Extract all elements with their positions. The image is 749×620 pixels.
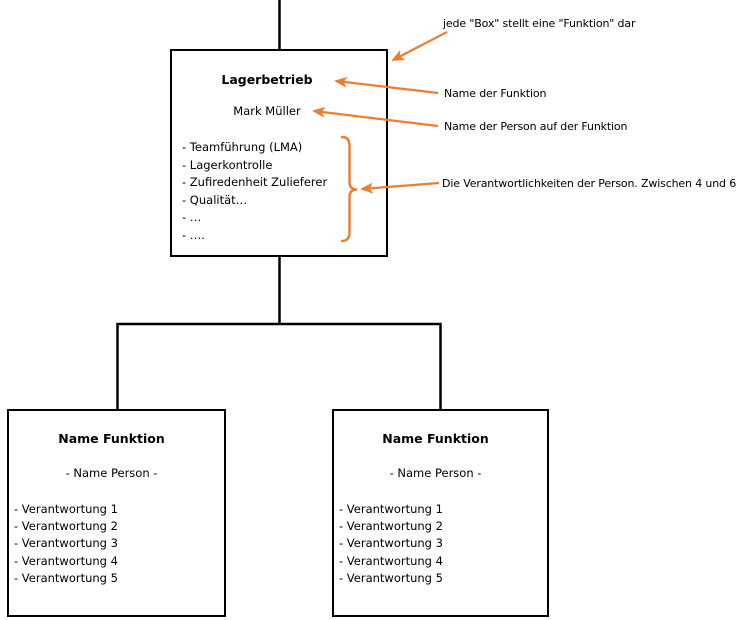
responsibility-item: - Verantwortung 2 [339,519,443,534]
box-title: Lagerbetrieb [221,72,313,87]
box-person: Mark Müller [233,104,301,118]
annotation-function-name: Name der Funktion [444,87,547,100]
responsibility-item: - Verantwortung 5 [339,570,443,585]
responsibility-item: - Verantwortung 1 [339,502,443,516]
annotation-responsibilities-note: Die Verantwortlichkeiten der Person. Zwi… [442,177,737,190]
responsibility-item: - Verantwortung 5 [14,570,118,585]
responsibility-item: - Qualität… [182,192,248,207]
annotation-person-name: Name der Person auf der Funktion [444,120,628,133]
responsibility-item: - Teamführung (LMA) [182,140,303,154]
function-box-lagerbetrieb: Lagerbetrieb Mark Müller - Teamführung (… [170,49,388,257]
function-box-left: Name Funktion - Name Person - - Verantwo… [7,409,226,617]
responsibility-list: - Teamführung (LMA) - Lagerkontrolle - Z… [182,139,327,245]
annotation-box-meaning: jede "Box" stellt eine "Funktion" dar [443,17,636,30]
responsibility-item: - Verantwortung 3 [339,536,443,551]
responsibility-item: - …. [182,227,205,242]
connector-children-bracket [116,322,442,410]
responsibility-list: - Verantwortung 1 - Verantwortung 2 - Ve… [339,501,443,587]
responsibility-item: - Lagerkontrolle [182,157,273,172]
responsibility-item: - Verantwortung 1 [14,502,118,516]
responsibility-item: - … [182,210,202,225]
box-title: Name Funktion [58,431,165,446]
box-person: - Name Person - [389,466,482,480]
responsibility-item: - Zufiredenheit Zulieferer [182,175,328,190]
function-box-right: Name Funktion - Name Person - - Verantwo… [332,409,549,617]
box-person: - Name Person - [65,466,158,480]
responsibility-item: - Verantwortung 2 [14,519,118,534]
responsibility-item: - Verantwortung 4 [14,553,118,568]
responsibility-item: - Verantwortung 3 [14,536,118,551]
responsibility-item: - Verantwortung 4 [339,553,443,568]
box-title: Name Funktion [382,431,489,446]
responsibility-list: - Verantwortung 1 - Verantwortung 2 - Ve… [14,501,118,587]
annotation-arrow-box-meaning [391,31,448,61]
